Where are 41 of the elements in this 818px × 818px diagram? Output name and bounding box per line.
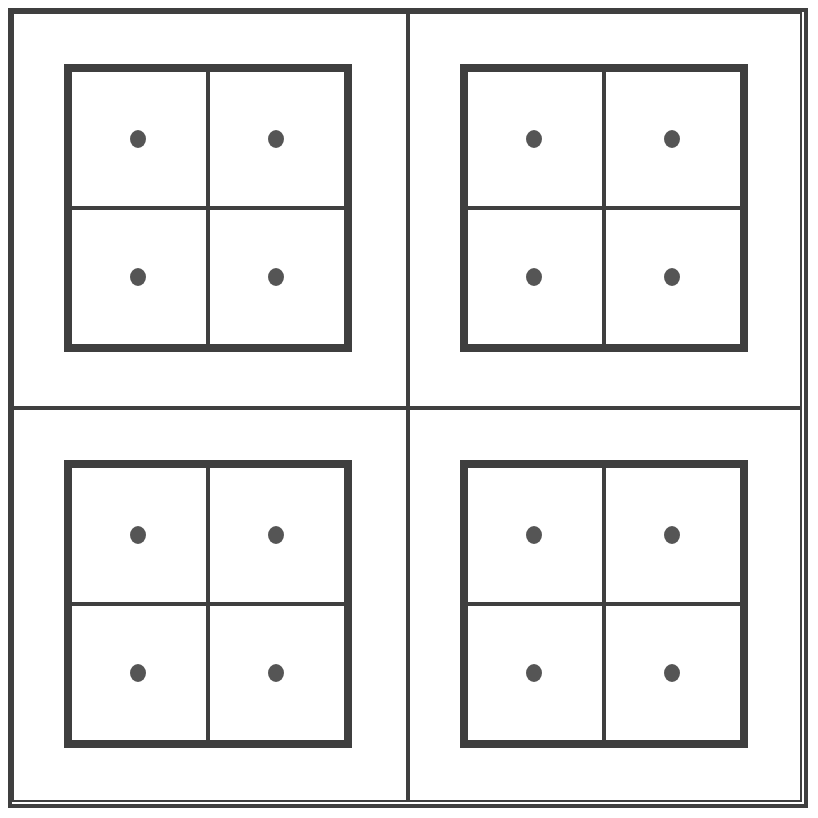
- dot: [525, 663, 542, 682]
- quadrant-panel: [12, 12, 407, 407]
- grid-cell: [603, 603, 742, 742]
- dot: [525, 268, 542, 287]
- grid-cell: [465, 70, 604, 209]
- grid-cell: [603, 465, 742, 604]
- dot: [663, 525, 680, 544]
- dot: [663, 268, 680, 287]
- grid-cell: [208, 465, 347, 604]
- grid-square: [459, 459, 748, 748]
- grid-cell: [603, 70, 742, 209]
- dot: [525, 525, 542, 544]
- grid-square: [64, 64, 353, 353]
- quadrant-panel: [407, 12, 802, 407]
- dot: [268, 130, 285, 149]
- dot: [130, 130, 147, 149]
- quadrant-panel: [407, 407, 802, 802]
- grid-cell: [603, 208, 742, 347]
- dot: [130, 525, 147, 544]
- outer-frame: [8, 8, 808, 808]
- dot: [663, 663, 680, 682]
- dot: [663, 130, 680, 149]
- grid-cell: [465, 603, 604, 742]
- grid-square: [64, 459, 353, 748]
- grid-square: [459, 64, 748, 353]
- grid-cell: [208, 208, 347, 347]
- grid-cell: [465, 465, 604, 604]
- dot: [525, 130, 542, 149]
- grid-cell: [208, 70, 347, 209]
- grid-cell: [70, 70, 209, 209]
- dot: [268, 663, 285, 682]
- dot: [130, 663, 147, 682]
- grid-cell: [70, 603, 209, 742]
- grid-cell: [70, 465, 209, 604]
- grid-cell: [70, 208, 209, 347]
- grid-cell: [208, 603, 347, 742]
- dot: [130, 268, 147, 287]
- dot: [268, 525, 285, 544]
- dot: [268, 268, 285, 287]
- quadrant-panel: [12, 407, 407, 802]
- grid-cell: [465, 208, 604, 347]
